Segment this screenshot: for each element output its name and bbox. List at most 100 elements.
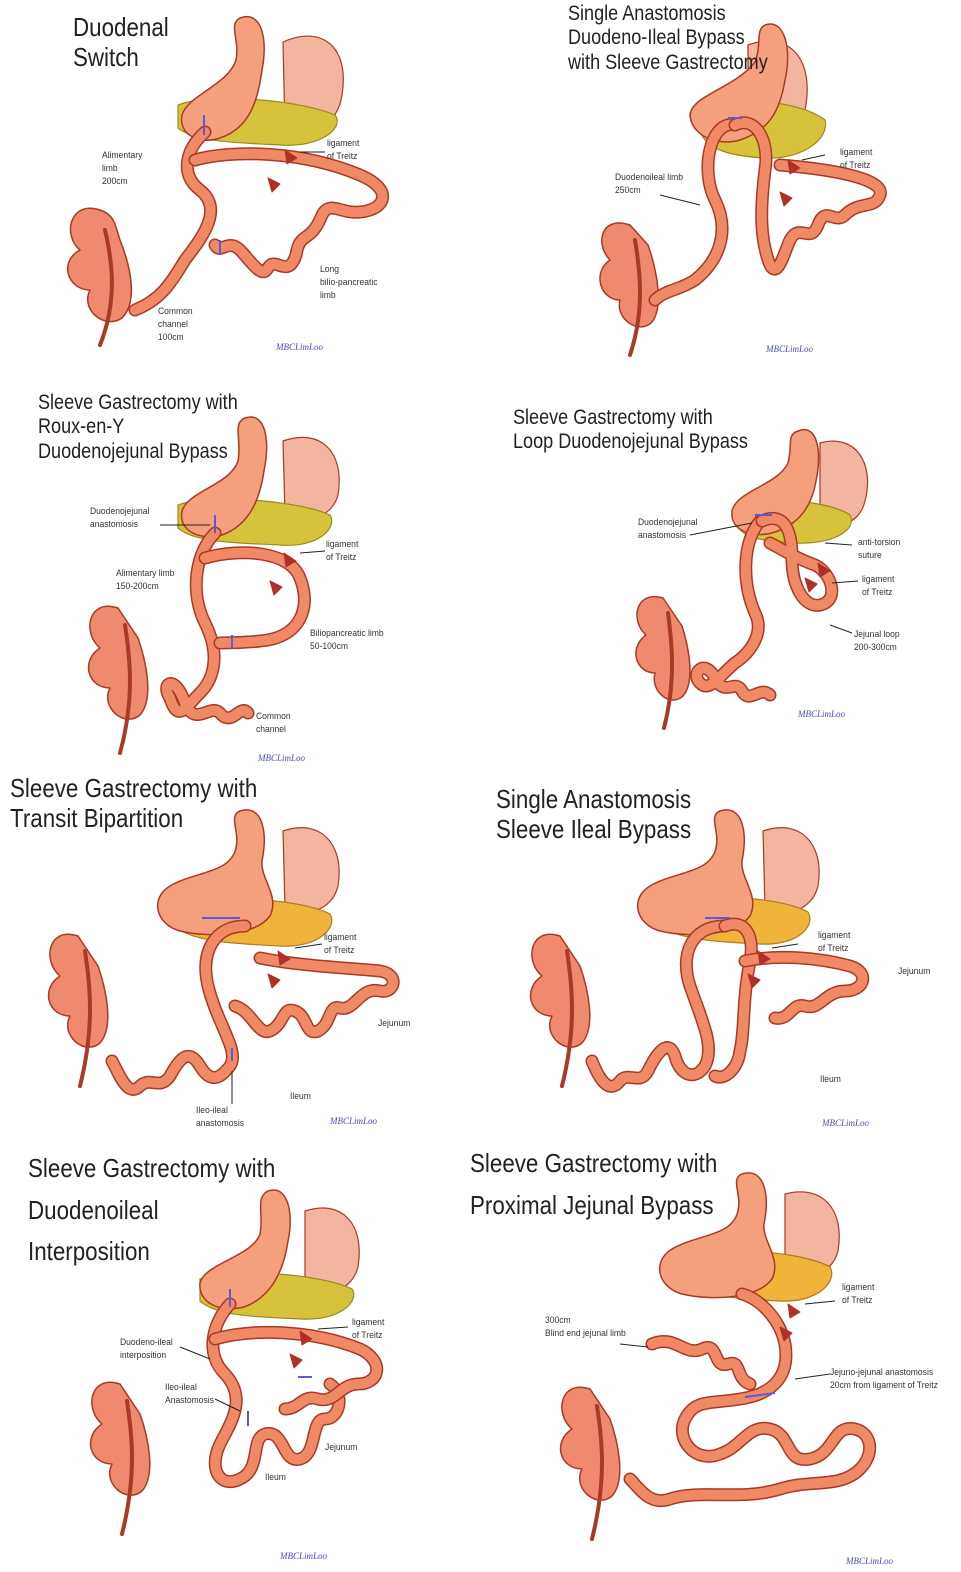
colon-shape [89,606,148,719]
panel-title: Single Anastomosis Duodeno-Ileal Bypass … [568,2,768,75]
pointer-line-2 [620,1344,648,1347]
panel-title: Sleeve Gastrectomy with Duodenoileal Int… [28,1148,275,1273]
colon-shape [561,1387,620,1500]
label-alimentary-limb: Alimentarylimb200cm [102,150,142,188]
title-line: Duodeno-Ileal Bypass [568,26,768,50]
sasi-bypass-illustration [480,786,960,1179]
pointer-line-3 [795,1374,830,1379]
ligament-treitz-2 [268,974,280,988]
label-duodenoileal-limb: Duodenoileal limb250cm [615,172,683,198]
pointer-line [805,1301,835,1304]
title-line: Sleeve Gastrectomy with [28,1148,275,1190]
title-line: Duodenojejunal Bypass [38,440,238,464]
signature: MBCLimLoo [822,1118,869,1128]
title-line: Interposition [28,1231,275,1273]
panel-sasi-bypass: Single Anastomosis Sleeve Ileal Bypass l… [480,786,960,1179]
ligament-treitz-2 [805,578,817,592]
label-ligament-treitz: ligamentof Treitz [324,932,356,958]
colon-shape [600,223,658,327]
title-line: Single Anastomosis [496,784,691,814]
panel-title: Sleeve Gastrectomy with Loop Duodenojeju… [513,406,748,455]
panel-duodenoileal-interposition: Sleeve Gastrectomy with Duodenoileal Int… [0,1179,480,1572]
duodenal-switch-illustration [0,0,480,393]
signature: MBCLimLoo [766,344,813,354]
label-jejunum: Jejunum [325,1442,357,1455]
signature: MBCLimLoo [846,1556,893,1566]
panel-sadi-s: Single Anastomosis Duodeno-Ileal Bypass … [480,0,960,393]
panel-duodenal-switch: Duodenal Switch Alimentarylimb200cm liga… [0,0,480,393]
panel-title: Duodenal Switch [73,12,169,72]
intestine-path-2 [205,553,304,643]
ligament-treitz-2 [290,1354,302,1368]
title-line: Transit Bipartition [10,803,257,833]
liver-shape [283,828,339,913]
title-line: Proximal Jejunal Bypass [470,1185,717,1227]
signature: MBCLimLoo [798,709,845,719]
title-line: Roux-en-Y [38,415,238,439]
pointer-line-2 [180,1347,210,1359]
ligament-treitz-2 [268,178,280,192]
label-jejunal-loop: Jejunal loop200-300cm [854,629,900,655]
title-line: with Sleeve Gastrectomy [568,51,768,75]
label-alimentary-limb: Alimentary limb150-200cm [116,568,174,594]
label-anti-torsion-suture: anti-torsionsuture [858,537,900,563]
label-jejunum: Jejunum [898,966,930,979]
title-line: Sleeve Gastrectomy with [513,406,748,430]
liver-shape [763,828,819,913]
label-ligament-treitz: ligamentof Treitz [326,539,358,565]
label-ligament-treitz: ligamentof Treitz [327,138,359,164]
signature: MBCLimLoo [258,753,305,763]
title-line: Sleeve Gastrectomy with [38,391,238,415]
colon-shape [68,208,132,321]
panel-title: Sleeve Gastrectomy with Transit Bipartit… [10,773,257,833]
label-ileum: Ileum [290,1091,311,1104]
panel-loop-djb: Sleeve Gastrectomy with Loop Duodenojeju… [480,393,960,786]
panel-proximal-jejunal-bypass: Sleeve Gastrectomy with Proximal Jejunal… [480,1179,960,1572]
ligament-treitz [788,1304,800,1318]
intestine-path-2 [235,958,393,1032]
panel-title: Single Anastomosis Sleeve Ileal Bypass [496,784,691,844]
pointer-line [318,1327,348,1329]
title-line: Sleeve Ileal Bypass [496,814,691,844]
title-line: Switch [73,42,169,72]
title-line: Sleeve Gastrectomy with [10,773,257,803]
ligament-treitz-2 [270,581,282,595]
colon-shape [49,934,108,1047]
title-line: Duodenal [73,12,169,42]
pointer-line-4 [830,625,852,633]
intestine-path-3 [745,957,863,1018]
intestine-path [112,926,245,1089]
title-line: Sleeve Gastrectomy with [470,1143,717,1185]
signature: MBCLimLoo [330,1116,377,1126]
panel-title: Sleeve Gastrectomy with Proximal Jejunal… [470,1143,717,1226]
signature: MBCLimLoo [280,1551,327,1561]
colon-shape [531,934,590,1047]
title-line: Loop Duodenojejunal Bypass [513,430,748,454]
colon-shape [636,597,690,700]
label-jejunum: Jejunum [378,1018,410,1031]
panel-transit-bipartition: Sleeve Gastrectomy with Transit Bipartit… [0,786,480,1179]
signature: MBCLimLoo [276,342,323,352]
ligament-treitz-2 [780,192,792,206]
pointer-line [772,944,798,948]
panel-roux-en-y-djb: Sleeve Gastrectomy with Roux-en-Y Duoden… [0,393,480,786]
label-common-channel: Commonchannel [256,711,291,737]
pointer-line [802,155,825,160]
pointer-line-2 [300,551,325,553]
title-line: Single Anastomosis [568,2,768,26]
pointer-line-2 [825,543,852,545]
